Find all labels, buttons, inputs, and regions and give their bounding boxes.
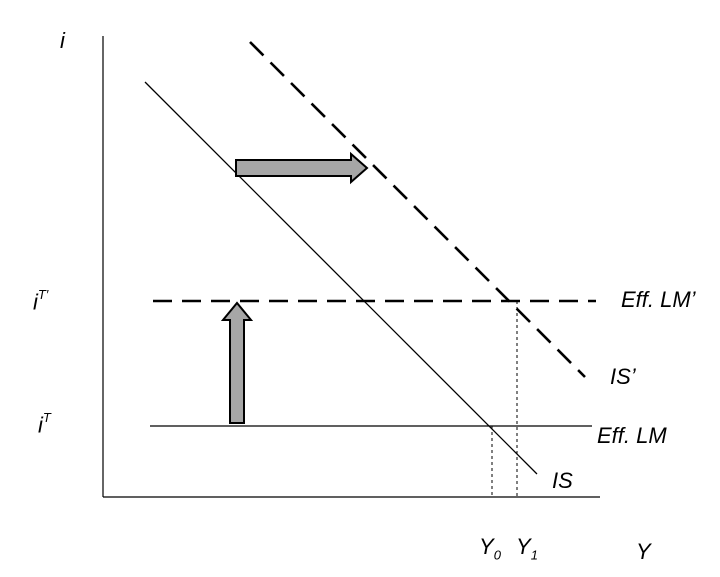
- eff-lm-label: Eff. LM: [597, 423, 667, 448]
- eff-lm-shifted-label: Eff. LM’: [621, 287, 696, 312]
- is-label: IS: [552, 468, 573, 493]
- is-shift-arrow: [235, 151, 369, 185]
- is-curve: [144, 81, 538, 475]
- y1-label: Y1: [516, 534, 538, 563]
- y0-label: Y0: [479, 534, 501, 563]
- target-rate-label: iT: [38, 410, 51, 438]
- is-shifted-label: IS’: [610, 364, 636, 389]
- x-axis-label: Y: [636, 539, 651, 564]
- lm-shift-arrow: [220, 301, 254, 424]
- y-axis-label: i: [60, 28, 65, 53]
- new-target-rate-label: iT′: [33, 287, 49, 315]
- is-shifted-curve: [249, 41, 586, 378]
